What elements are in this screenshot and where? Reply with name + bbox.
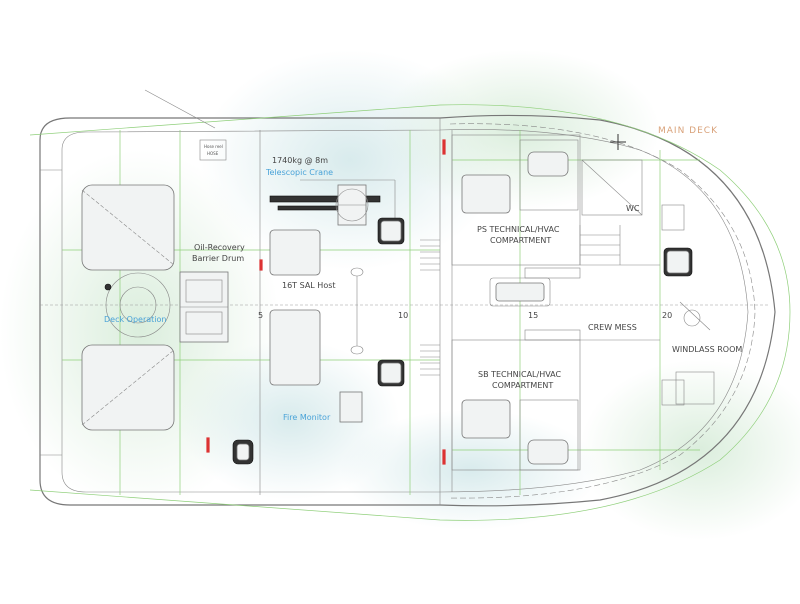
label-oil-recovery-1: Oil-Recovery xyxy=(194,243,245,252)
label-main-deck: MAIN DECK xyxy=(658,126,718,136)
label-crew-mess: CREW MESS xyxy=(588,323,637,332)
label-fire-monitor: Fire Monitor xyxy=(283,413,331,422)
label-wc: WC xyxy=(626,204,640,213)
aft-hatch-starboard xyxy=(81,344,175,431)
label-deck-operation: Deck Operation xyxy=(104,315,166,324)
label-sal-host: 16T SAL Host xyxy=(282,281,336,290)
label-hose: HOSE xyxy=(207,151,219,156)
ps-compartment xyxy=(451,134,581,279)
aft-hatch-port xyxy=(81,184,175,271)
label-sb-compartment-2: COMPARTMENT xyxy=(492,381,553,390)
label-windlass-room: WINDLASS ROOM xyxy=(672,345,742,354)
label-ps-compartment-1: PS TECHNICAL/HVAC xyxy=(477,225,560,234)
red-markers xyxy=(206,139,446,465)
hull-outline xyxy=(29,89,791,521)
telescopic-crane xyxy=(269,179,396,240)
label-sb-compartment-1: SB TECHNICAL/HVAC xyxy=(478,370,562,379)
crew-mess xyxy=(489,264,660,341)
mid-hatch-starboard xyxy=(269,309,321,386)
label-frame-5: 5 xyxy=(258,311,263,320)
oil-recovery-drum xyxy=(105,271,229,343)
label-frame-20: 20 xyxy=(662,311,672,320)
wc-room xyxy=(581,159,685,406)
deck-fittings xyxy=(104,217,693,465)
windlass-room xyxy=(675,301,715,405)
label-frame-10: 10 xyxy=(398,311,408,320)
hose-reel-box xyxy=(199,139,227,161)
label-ps-compartment-2: COMPARTMENT xyxy=(490,236,551,245)
bulwark-pattern xyxy=(449,123,756,499)
mid-hatch-port xyxy=(269,229,321,276)
crosshair-cursor-icon xyxy=(610,134,626,150)
label-frame-15: 15 xyxy=(528,311,538,320)
label-crane-capacity: 1740kg @ 8m xyxy=(272,156,328,165)
label-oil-recovery-2: Barrier Drum xyxy=(192,254,244,263)
sb-compartment xyxy=(451,329,581,471)
label-crane-name: Telescopic Crane xyxy=(265,168,333,177)
label-hose-reel: Hose reel xyxy=(204,144,223,149)
labels: MAIN DECK 1740kg @ 8m Telescopic Crane O… xyxy=(104,126,742,422)
